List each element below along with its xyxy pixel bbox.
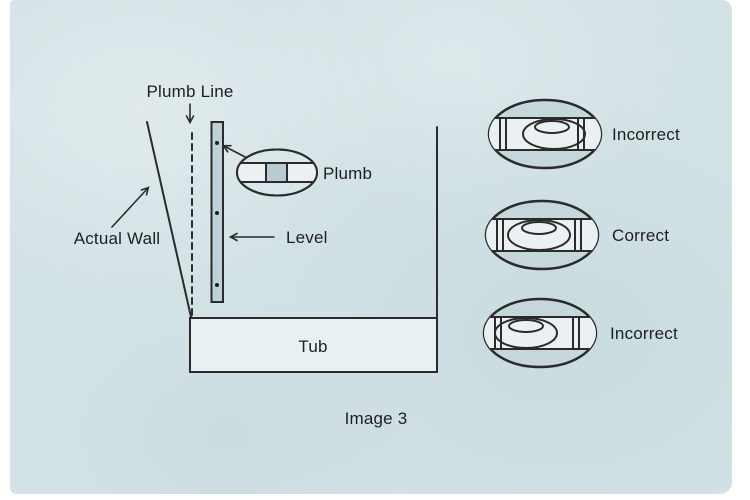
plumb-callout-vial xyxy=(237,162,317,183)
vial-bubble xyxy=(507,219,571,251)
level-vial-dot-top xyxy=(215,141,219,145)
vial-bubble-highlight xyxy=(521,221,557,235)
level-vial-dot-bottom xyxy=(215,283,219,287)
tub-label: Tub xyxy=(298,337,327,356)
vial-reading-correct: Correct xyxy=(484,199,669,271)
tub xyxy=(189,317,438,373)
actual-wall-pointer-arrow xyxy=(111,186,150,228)
vial-bubble-highlight xyxy=(534,120,570,134)
vial-reading-label: Incorrect xyxy=(612,125,680,144)
plumb-callout-leader-arrow xyxy=(222,144,250,160)
vial-reading-incorrect-bottom: Incorrect xyxy=(482,297,678,369)
vial-reading-label: Incorrect xyxy=(610,324,678,343)
plumb-label: Plumb xyxy=(323,164,372,183)
vial-bubble-highlight xyxy=(508,319,544,333)
level-vial-dot-middle xyxy=(215,211,219,215)
vial-band xyxy=(489,117,601,151)
vial-band xyxy=(486,218,598,252)
actual-wall-line xyxy=(146,121,192,318)
plumb-vial-center-cell xyxy=(265,162,288,183)
level-label: Level xyxy=(286,228,328,247)
figure-caption: Image 3 xyxy=(345,409,408,428)
plumb-callout-outline xyxy=(236,148,318,197)
actual-wall-label: Actual Wall xyxy=(74,229,161,248)
watercolor-paper-background xyxy=(10,0,732,494)
plumb-line-label: Plumb Line xyxy=(146,82,233,101)
vial-reading-label: Correct xyxy=(612,226,669,245)
vial-reading-incorrect-top: Incorrect xyxy=(487,98,680,170)
